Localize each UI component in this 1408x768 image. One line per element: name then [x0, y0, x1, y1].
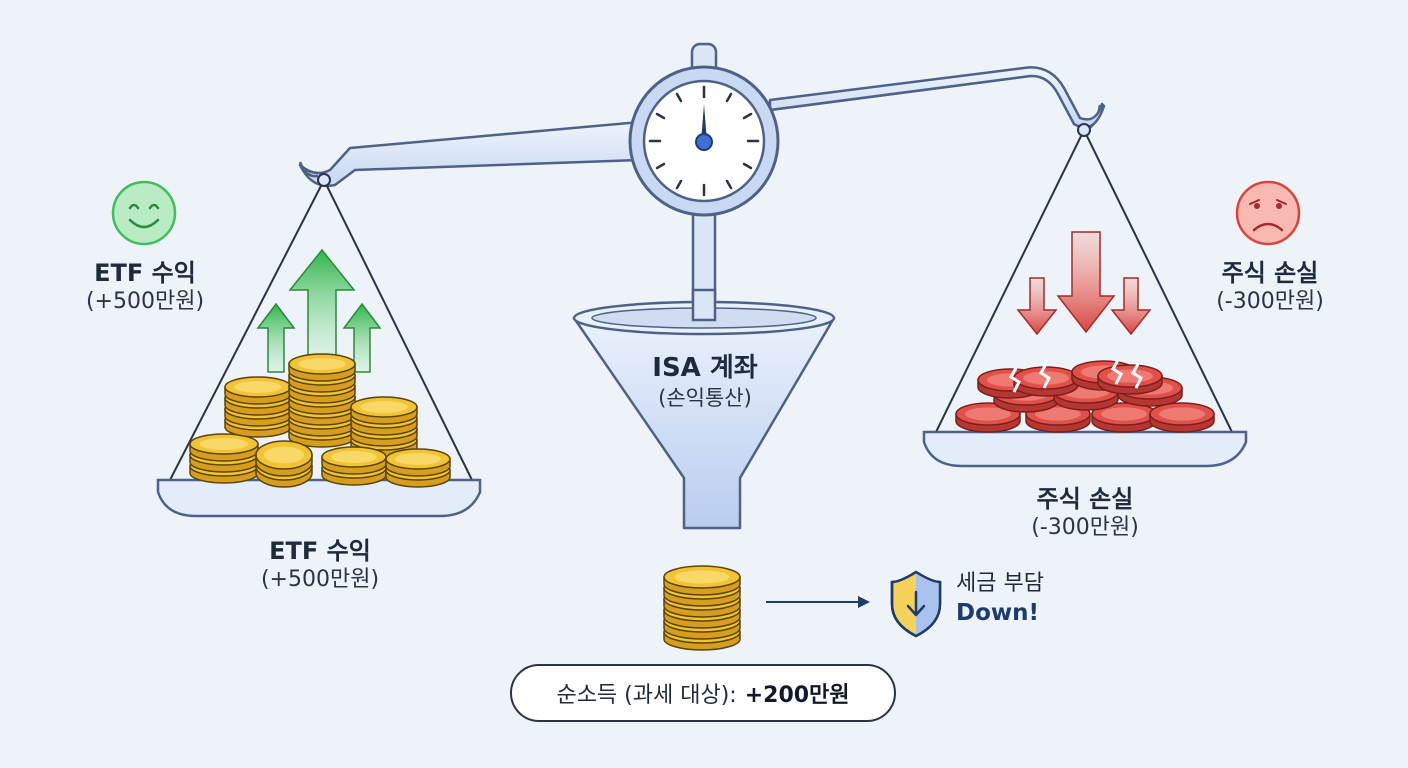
coin-stack-icon — [189, 353, 451, 488]
gold-coin — [288, 353, 356, 382]
coin-crack — [1110, 359, 1123, 385]
net-income-label: 순소득 (과세 대상): — [556, 683, 737, 708]
stock-loss-bottom-amount: (-300만원) — [1031, 515, 1139, 540]
gold-coin — [385, 448, 451, 477]
etf-gain-bottom-amount: (+500만원) — [260, 567, 380, 592]
stock-loss-bottom-label: 주식 손실 (-300만원) — [1000, 484, 1170, 542]
red-coin — [1091, 402, 1157, 433]
coin-crack — [1008, 367, 1021, 393]
sad-face-icon — [1235, 180, 1301, 246]
etf-gain-title: ETF 수익 — [94, 259, 196, 287]
gold-coin — [321, 446, 387, 475]
result-arrow — [766, 596, 870, 608]
etf-gain-side-label: ETF 수익 (+500만원) — [60, 258, 230, 316]
red-coin — [1149, 402, 1215, 433]
coin-crack — [1038, 363, 1051, 389]
broken-coins — [955, 359, 1215, 433]
tax-burden-label: 세금 부담 — [956, 571, 1044, 596]
stock-loss-bottom-title: 주식 손실 — [1036, 485, 1134, 513]
etf-gain-amount: (+500만원) — [85, 289, 205, 314]
etf-gain-bottom-title: ETF 수익 — [269, 537, 371, 565]
isa-funnel — [572, 288, 836, 530]
right-pan — [922, 123, 1248, 468]
tax-burden-text: 세금 부담 Down! — [956, 570, 1044, 628]
etf-gain-bottom-label: ETF 수익 (+500만원) — [235, 536, 405, 594]
smiley-icon — [111, 180, 177, 246]
isa-account-label: ISA 계좌 (손익통산) — [600, 352, 810, 411]
clock-gauge-icon — [628, 65, 780, 217]
tax-burden-down: Down! — [956, 599, 1040, 626]
stock-loss-amount: (-300만원) — [1216, 289, 1324, 314]
isa-account-subtitle: (손익통산) — [658, 385, 752, 410]
down-arrow-icon — [1016, 231, 1152, 336]
stock-loss-title: 주식 손실 — [1221, 259, 1319, 287]
net-income-box: 순소득 (과세 대상): +200만원 — [510, 664, 896, 722]
stock-loss-side-label: 주식 손실 (-300만원) — [1185, 258, 1355, 316]
coin-stack-icon — [663, 565, 741, 651]
gold-coin — [663, 565, 741, 596]
up-arrow-icon — [256, 248, 382, 373]
red-coin — [1097, 364, 1163, 395]
left-pan — [156, 173, 482, 518]
gold-coin — [224, 376, 292, 405]
gold-coin — [350, 396, 418, 425]
coin-crack — [1130, 363, 1143, 389]
shield-down-icon — [890, 570, 942, 638]
gold-coin — [255, 440, 313, 477]
isa-account-title: ISA 계좌 — [652, 353, 758, 383]
net-income-value: +200만원 — [744, 683, 850, 708]
gold-coin — [189, 433, 259, 462]
